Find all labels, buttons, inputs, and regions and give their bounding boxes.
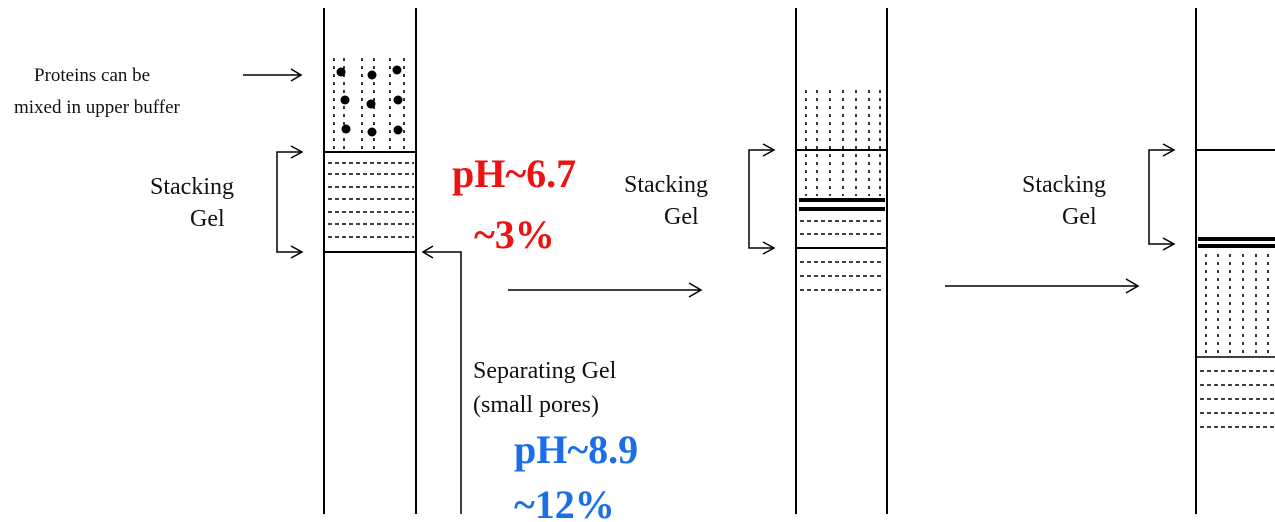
progress-arrow-2	[945, 278, 1140, 294]
panel-1-stacking-label-line1: Stacking	[150, 174, 234, 200]
progress-arrow-1	[508, 282, 703, 298]
proteins-label-line1: Proteins can be	[34, 65, 150, 86]
separating-gel-pointer	[421, 245, 462, 514]
stacking-percent-label: ~3%	[474, 212, 555, 257]
panel-3-moving-proteins	[1205, 254, 1269, 356]
panel-3-stacking-label-line1: Stacking	[1022, 172, 1106, 198]
panel-1-initial: Proteins can be mixed in upper buffer St…	[14, 8, 617, 514]
panel-1-stacking-bracket	[276, 145, 304, 259]
panel-3-stacking-bracket	[1148, 143, 1176, 251]
separating-label-line1: Separating Gel	[473, 358, 617, 384]
panel-3-separating-gel-dashes	[1200, 370, 1275, 428]
panel-2-stacking-bracket	[748, 143, 776, 255]
panel-2-stacking-label-line1: Stacking	[624, 172, 708, 198]
panel-2-stacking-label-line2: Gel	[664, 204, 699, 230]
panel-1-stacking-label-line2: Gel	[190, 206, 225, 232]
panel-1-stacking-gel-dashes	[328, 162, 414, 238]
panel-2-upper-buffer	[805, 90, 881, 196]
panel-2-stacking: Stacking Gel	[624, 8, 888, 514]
panel-3-stacking-label-line2: Gel	[1062, 204, 1097, 230]
panel-2-stacking-gel-dashes	[800, 220, 884, 235]
panel-3-separating: Stacking Gel	[1022, 8, 1275, 514]
separating-label-line2: (small pores)	[473, 392, 599, 418]
proteins-label-line2: mixed in upper buffer	[14, 97, 181, 118]
proteins-arrow	[243, 68, 303, 82]
panel-2-separating-gel-dashes	[800, 261, 884, 291]
separating-ph-label: pH~8.9	[514, 427, 638, 472]
separating-percent-label: ~12%	[514, 482, 615, 522]
stacking-ph-label: pH~6.7	[452, 151, 576, 196]
panel-1-protein-dots	[336, 65, 403, 137]
